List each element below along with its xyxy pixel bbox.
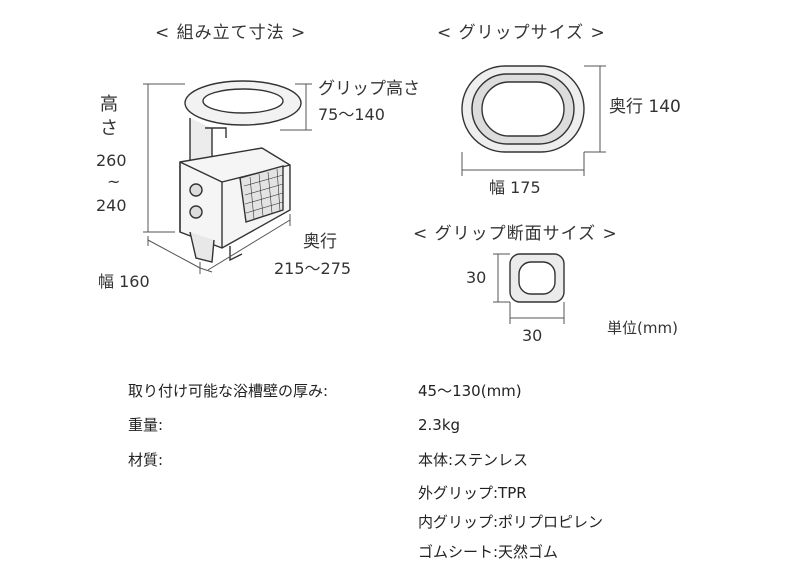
section-width-label: 30 xyxy=(522,326,543,345)
spec-value-weight: 2.3kg xyxy=(418,416,461,434)
grip-section-dimension-lines xyxy=(493,253,565,324)
spec-label-material: 材質: xyxy=(128,451,164,469)
height-tilde: ~ xyxy=(107,172,121,191)
grip-oval-diagram xyxy=(461,65,585,153)
handrail-illustration xyxy=(179,80,302,263)
grip-depth-label: 奥行 140 xyxy=(609,97,681,117)
spec-value-material-body: 本体:ステンレス xyxy=(418,451,529,469)
depth-label: 奥行 xyxy=(303,232,337,252)
width-label: 幅 160 xyxy=(98,272,150,291)
heading-grip-section-size: < グリップ断面サイズ > xyxy=(413,224,618,244)
grip-height-value: 75～140 xyxy=(318,105,385,124)
height-label: 高 xyxy=(100,94,118,115)
spec-label-wall-thickness: 取り付け可能な浴槽壁の厚み: xyxy=(128,382,329,400)
section-height-label: 30 xyxy=(466,268,487,287)
heading-grip-size: < グリップサイズ > xyxy=(437,23,606,43)
spec-value-material-rubber-sheet: ゴムシート:天然ゴム xyxy=(418,543,559,561)
unit-label: 単位(mm) xyxy=(607,319,678,337)
height-max-value: 260 xyxy=(96,151,127,170)
depth-value: 215～275 xyxy=(274,259,352,278)
spec-value-material-inner-grip: 内グリップ:ポリプロピレン xyxy=(418,513,604,531)
height-dimension-lines xyxy=(143,83,312,274)
grip-size-dimension-lines xyxy=(461,65,606,176)
grip-width-label: 幅 175 xyxy=(489,178,541,197)
spec-label-weight: 重量: xyxy=(128,416,164,434)
spec-value-wall-thickness: 45～130(mm) xyxy=(418,382,522,400)
grip-height-label: グリップ高さ xyxy=(318,79,420,99)
height-label-2: さ xyxy=(100,118,118,139)
grip-section-diagram xyxy=(509,253,565,303)
height-min-value: 240 xyxy=(96,196,127,215)
heading-assembled-dimensions: < 組み立て寸法 > xyxy=(155,23,307,43)
spec-value-material-outer-grip: 外グリップ:TPR xyxy=(418,484,527,502)
